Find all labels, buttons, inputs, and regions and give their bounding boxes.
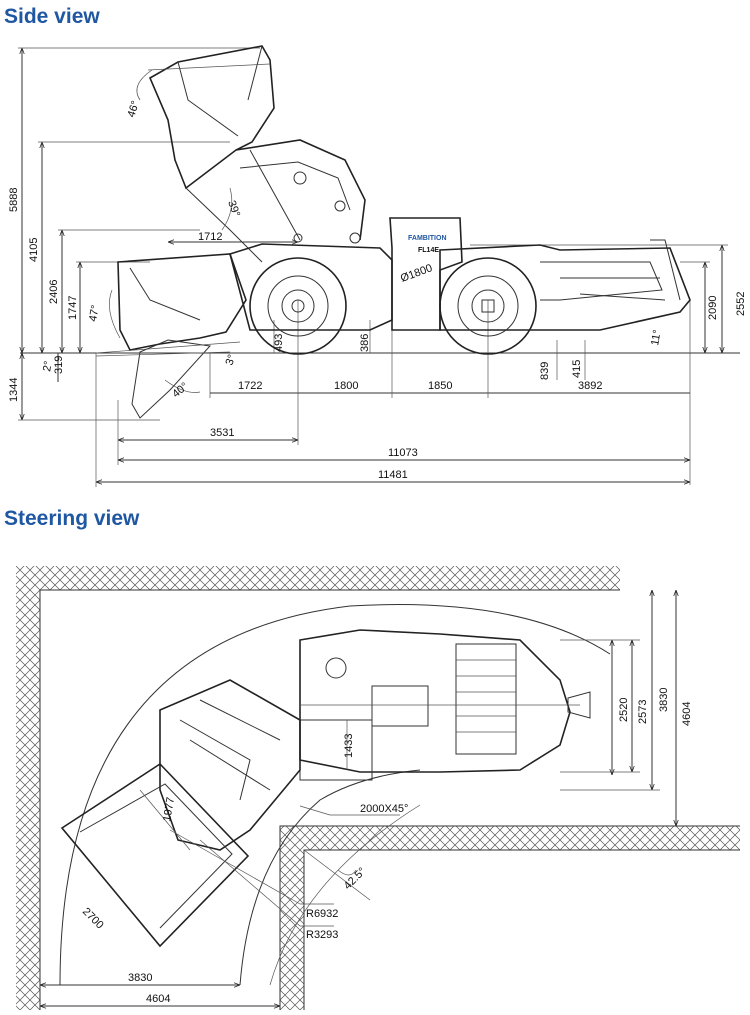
dim-5888: 5888: [8, 188, 20, 212]
dim-415: 415: [571, 360, 583, 378]
lowered-bucket: [117, 253, 247, 351]
dim-4105: 4105: [28, 238, 40, 262]
dim-2520: 2520: [618, 698, 630, 722]
steer-front-frame: [159, 679, 301, 851]
radius-6932: R6932: [306, 908, 338, 920]
dim-2090: 2090: [707, 296, 719, 320]
dim-493: 493: [273, 334, 285, 352]
dim-2000x45: 2000X45°: [360, 803, 408, 815]
dim-2406: 2406: [48, 280, 60, 304]
dim-1344: 1344: [8, 378, 20, 402]
angle-11-label: 11°: [649, 329, 664, 347]
side-view-title: Side view: [4, 5, 100, 28]
dim-1712: 1712: [198, 231, 222, 243]
dim-1722: 1722: [238, 380, 262, 392]
outer-turn-arc: [59, 604, 611, 986]
radius-3293: R3293: [306, 929, 338, 941]
dim-11481: 11481: [378, 469, 408, 481]
model-label: FL14E: [418, 247, 439, 254]
dim-11073: 11073: [388, 447, 418, 459]
brand-label: FAMBITION: [408, 235, 447, 242]
dim-1433: 1433: [343, 734, 355, 758]
angle-2-label: 2°: [41, 360, 55, 372]
angle-3-label: 3°: [224, 353, 239, 367]
rear-wheel: [439, 257, 537, 355]
dim-319: 319: [53, 356, 65, 374]
angle-39-label: 39°: [225, 199, 242, 219]
dim-4604-bottom: 4604: [146, 993, 170, 1005]
inner-turn-arc: [239, 769, 421, 986]
side-view-drawing: 46° 39° 47° 40° 3° 11° 2° 5888 4105 2406…: [8, 45, 747, 487]
angle-47-label: 47°: [87, 304, 102, 322]
dim-2573: 2573: [637, 700, 649, 724]
steer-bucket: [60, 762, 250, 948]
dim-3531: 3531: [210, 427, 234, 439]
dim-386: 386: [359, 334, 371, 352]
angle-40-label: 40°: [170, 380, 190, 400]
steering-view-title: Steering view: [4, 507, 140, 530]
dim-839: 839: [539, 362, 551, 380]
steering-view-drawing: 2520 2573 3830 4604 1433 1977 2000X45° 4…: [16, 566, 740, 1010]
dim-1977: 1977: [161, 796, 177, 822]
front-wheel: [249, 257, 347, 355]
dim-1800: 1800: [334, 380, 358, 392]
dim-3892: 3892: [578, 380, 602, 392]
outer-wall: [16, 566, 620, 1010]
inner-wall: [280, 826, 740, 1010]
dim-3830-right: 3830: [658, 688, 670, 712]
dim-4604-right: 4604: [681, 702, 693, 726]
wheel-diameter-label: Ø1800: [399, 262, 434, 285]
angle-46-label: 46°: [125, 99, 142, 119]
rear-frame: [439, 244, 691, 331]
raised-bucket: [148, 45, 275, 190]
angle-42-5-label: 42.5°: [342, 865, 369, 892]
dim-3830-bottom: 3830: [128, 972, 152, 984]
dim-2700: 2700: [80, 906, 106, 932]
dim-2552: 2552: [735, 292, 747, 316]
dim-1747: 1747: [67, 296, 79, 320]
steer-rear-frame: [299, 629, 571, 773]
dim-1850: 1850: [428, 380, 452, 392]
